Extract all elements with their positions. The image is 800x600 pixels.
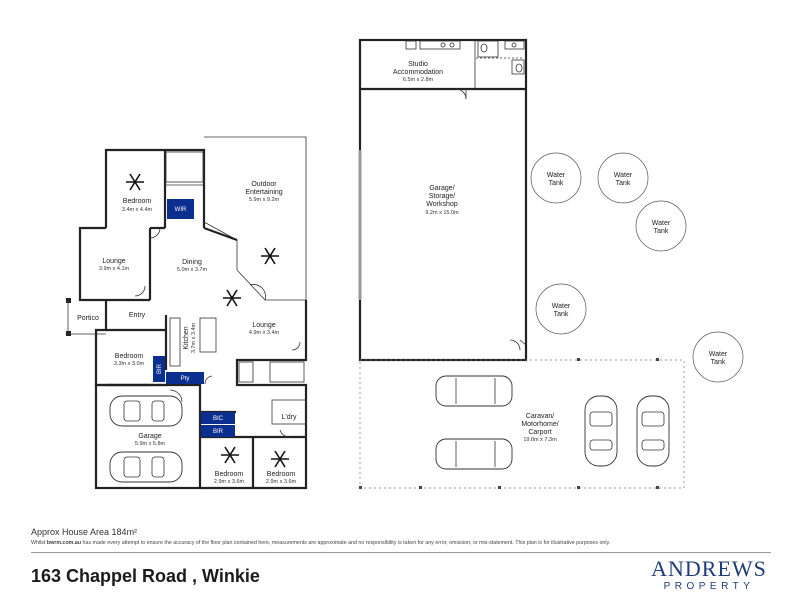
svg-text:Water: Water — [547, 172, 566, 179]
water-tank-3: Water Tank — [635, 200, 687, 252]
lounge2-label: Lounge — [252, 322, 275, 329]
caravan-bottom — [435, 438, 513, 470]
carport-label-2: Motorhome/ — [521, 421, 558, 428]
carport-outline — [359, 359, 685, 489]
studio-dims: 6.5m x 2.8m — [403, 77, 434, 83]
svg-text:Water: Water — [709, 351, 728, 358]
garage-dims: 5.9m x 5.8m — [135, 441, 166, 447]
garage-workshop-label-3: Workshop — [426, 201, 457, 208]
bedroom1-label: Bedroom — [123, 198, 152, 205]
asterisk-marks — [126, 173, 289, 468]
lounge2-dims: 4.9m x 3.4m — [249, 330, 280, 336]
bedroom3-dims: 2.9m x 3.6m — [214, 479, 245, 485]
carport-posts — [359, 358, 659, 489]
svg-text:Water: Water — [552, 303, 571, 310]
studio-label-2: Accommodation — [393, 69, 443, 76]
bic-tag: BIC — [201, 412, 235, 424]
svg-text:Tank: Tank — [616, 180, 631, 187]
svg-text:BIR: BIR — [157, 363, 163, 374]
bedroom4-dims: 2.9m x 3.6m — [266, 479, 297, 485]
bedroom1-dims: 3.4m x 4.4m — [122, 207, 153, 213]
carport-label: Caravan/ — [526, 413, 554, 420]
house-area: Approx House Area 184m² — [31, 527, 138, 537]
svg-text:Water: Water — [614, 172, 633, 179]
outdoor-dims: 5.9m x 9.2m — [249, 197, 280, 203]
water-tank-4: Water Tank — [535, 283, 587, 335]
kitchen-label: Kitchen — [183, 326, 190, 349]
disclaimer: Whilst bwrm.com.au has made every attemp… — [31, 540, 781, 546]
svg-text:BIC: BIC — [213, 416, 224, 422]
disclaimer-text: has made every attempt to ensure the acc… — [82, 540, 611, 546]
garage-workshop-label: Garage/ — [429, 185, 454, 192]
garage-workshop-building — [358, 38, 528, 362]
svg-text:Tank: Tank — [711, 359, 726, 366]
laundry-label: L'dry — [282, 414, 297, 421]
garage-workshop-dims: 9.2m x 15.0m — [425, 210, 459, 216]
logo-subtitle: PROPERTY — [663, 581, 755, 592]
bir-tag-1: BIR — [153, 356, 165, 382]
bedroom2-dims: 3.3m x 3.0m — [114, 361, 145, 367]
carport-car-1 — [584, 395, 618, 467]
entry-label: Entry — [129, 312, 146, 319]
water-tank-2: Water Tank — [597, 152, 649, 204]
studio-label: Studio — [408, 61, 428, 68]
garage-car-bottom — [109, 451, 183, 483]
property-address: 163 Chappel Road , Winkie — [31, 566, 260, 586]
kitchen-dims: 3.7m x 3.4m — [191, 322, 197, 353]
dining-label: Dining — [182, 259, 202, 266]
svg-text:Water: Water — [652, 220, 671, 227]
garage-label: Garage — [138, 433, 161, 440]
water-tank-1: Water Tank — [530, 152, 582, 204]
caravan-top — [435, 375, 513, 407]
house-walls — [66, 136, 308, 490]
lounge1-dims: 3.9m x 4.1m — [99, 266, 130, 272]
carport-dims: 19.0m x 7.3m — [523, 437, 557, 443]
portico-label: Portico — [77, 315, 99, 322]
water-tank-5: Water Tank — [692, 331, 744, 383]
bedroom4-label: Bedroom — [267, 471, 296, 478]
dining-dims: 5.0m x 3.7m — [177, 267, 208, 273]
svg-text:Tank: Tank — [654, 228, 669, 235]
disclaimer-brand-link[interactable]: bwrm.com.au — [46, 540, 82, 546]
pty-tag: Pty — [166, 372, 204, 384]
footer-divider — [31, 552, 771, 553]
garage-car-top — [109, 395, 183, 427]
logo-word: ANDREWS — [651, 556, 767, 581]
svg-text:WIR: WIR — [175, 207, 187, 213]
bir-tag-2: BIR — [201, 425, 235, 437]
bedroom2-label: Bedroom — [115, 353, 144, 360]
bedroom3-label: Bedroom — [215, 471, 244, 478]
carport-car-2 — [636, 395, 670, 467]
floor-plan: Studio Accommodation 6.5m x 2.8m Garage/… — [66, 38, 744, 490]
outdoor-label-2: Entertaining — [245, 189, 282, 196]
svg-text:Tank: Tank — [554, 311, 569, 318]
lounge1-label: Lounge — [102, 258, 125, 265]
disclaimer-prefix: Whilst — [31, 540, 46, 546]
svg-text:Tank: Tank — [549, 180, 564, 187]
garage-workshop-label-2: Storage/ — [429, 193, 456, 200]
outdoor-label: Outdoor — [251, 181, 277, 188]
wir-tag: WIR — [167, 199, 194, 219]
svg-text:BIR: BIR — [213, 429, 224, 435]
carport-label-3: Carport — [528, 429, 551, 436]
svg-text:Pty: Pty — [181, 376, 190, 382]
